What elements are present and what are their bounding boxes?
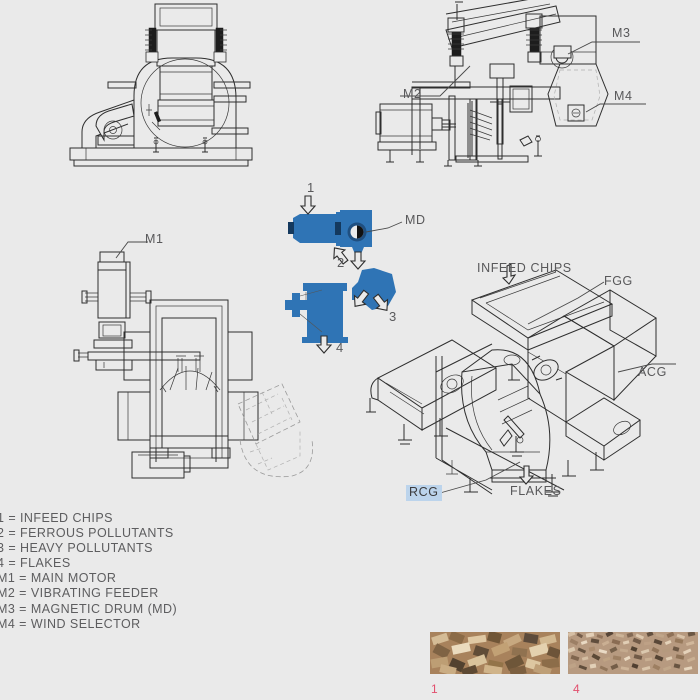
thumbnail-caption-1: 1	[431, 682, 439, 696]
label-flow-3: 3	[389, 309, 397, 324]
label-m2: M2	[403, 87, 422, 101]
legend-item-3: 3 = HEAVY POLLUTANTS	[0, 541, 153, 556]
label-infeed-chips: INFEED CHIPS	[477, 261, 572, 275]
label-flow-4: 4	[336, 340, 344, 355]
flow-schematic-drawing	[285, 195, 403, 354]
thumbnail-flakes	[568, 632, 698, 674]
label-flakes: FLAKES	[510, 484, 562, 498]
label-rcg: RCG	[406, 485, 442, 501]
side-elevation-drawing	[375, 0, 646, 167]
label-flow-1: 1	[307, 180, 315, 195]
label-md: MD	[405, 213, 426, 227]
legend-item-m3: M3 = MAGNETIC DRUM (MD)	[0, 601, 178, 616]
front-elevation-drawing	[69, 3, 253, 167]
label-flow-2: 2	[337, 255, 345, 270]
legend-item-1: 1 = INFEED CHIPS	[0, 511, 113, 525]
legend-item-m2: M2 = VIBRATING FEEDER	[0, 586, 159, 601]
legend: 1 = INFEED CHIPS 2 = FERROUS POLLUTANTS …	[0, 511, 227, 632]
label-m1: M1	[145, 232, 164, 246]
label-m3: M3	[612, 26, 631, 40]
legend-item-m4: M4 = WIND SELECTOR	[0, 616, 141, 631]
thumbnail-chips	[430, 632, 560, 674]
legend-item-2: 2 = FERROUS POLLUTANTS	[0, 526, 174, 541]
label-acg: ACG	[638, 365, 667, 379]
isometric-assembly-drawing	[366, 263, 676, 497]
label-fgg: FGG	[604, 274, 633, 288]
plan-view-drawing	[73, 241, 313, 479]
legend-item-m1: M1 = MAIN MOTOR	[0, 571, 117, 586]
thumbnail-caption-4: 4	[573, 682, 581, 696]
label-m4: M4	[614, 89, 633, 103]
legend-item-4: 4 = FLAKES	[0, 556, 71, 571]
